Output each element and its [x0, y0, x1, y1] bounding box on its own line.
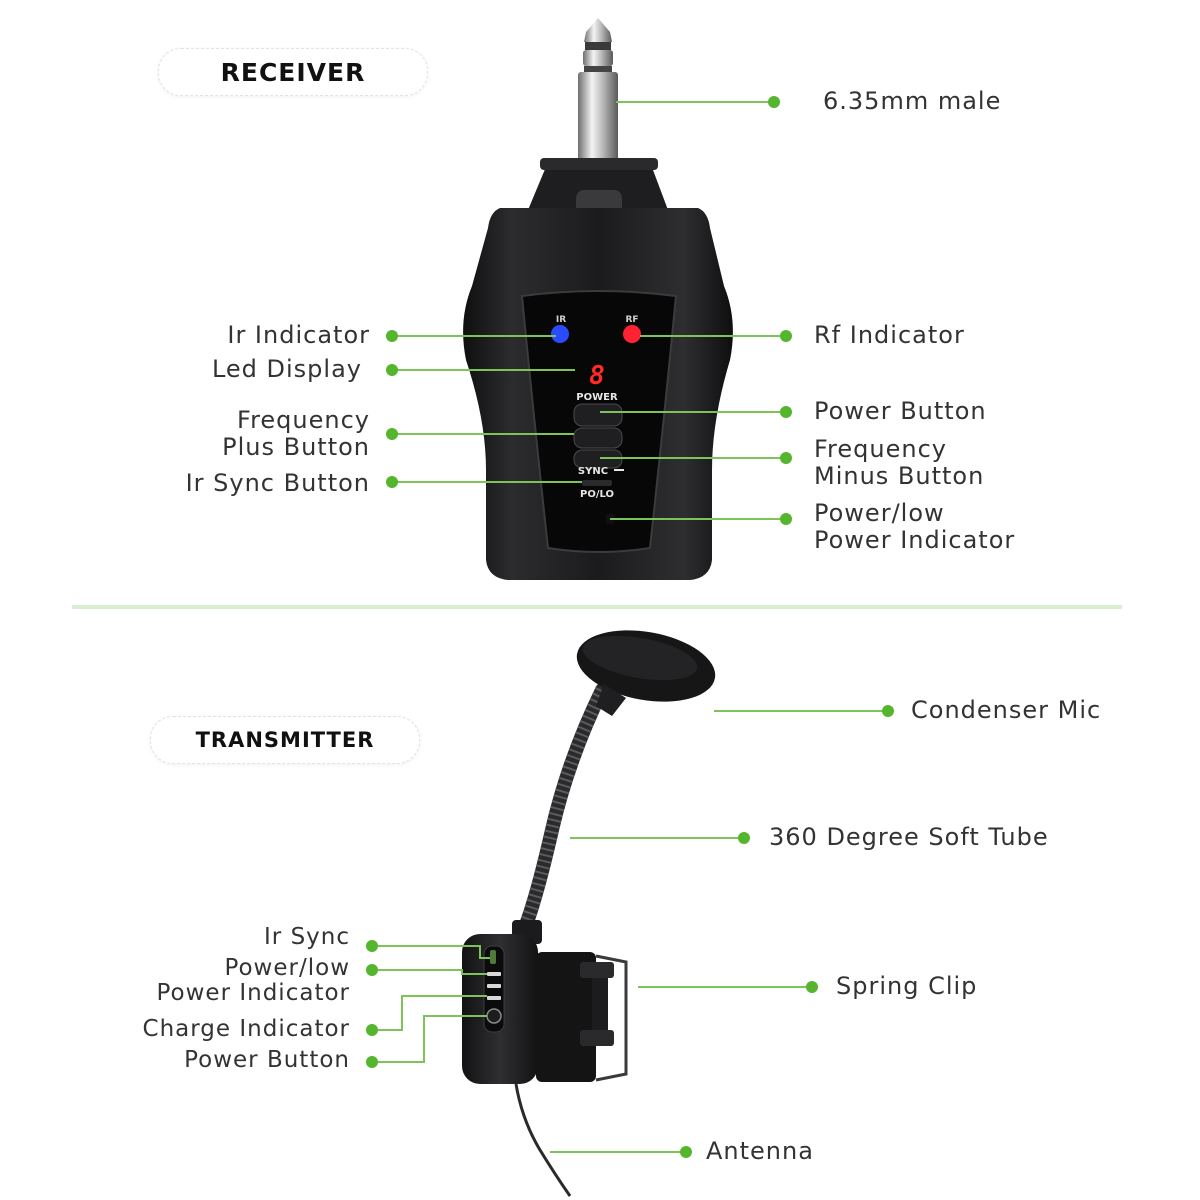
ir-mark: IR [556, 315, 566, 325]
transmitter-callout-lines [372, 710, 888, 1153]
label-tx-charge: Charge Indicator [142, 1016, 350, 1042]
rf-indicator-led [623, 325, 641, 343]
label-soft-tube: 360 Degree Soft Tube [769, 823, 1049, 851]
jack-plug [574, 18, 622, 166]
transmitter-callout-dots [366, 705, 894, 1158]
tx-charge-led [487, 984, 501, 988]
receiver-power-button[interactable] [573, 403, 623, 427]
receiver-callout-dots [386, 96, 792, 525]
transmitter-device [462, 630, 716, 1197]
label-ir-sync-button: Ir Sync Button [185, 469, 370, 497]
spring-clip [536, 952, 628, 1082]
receiver-device: IR RF 8 POWER SYNC PO/LO [463, 18, 733, 580]
label-rf-indicator: Rf Indicator [814, 321, 965, 349]
led-display: 8 [589, 361, 605, 391]
label-spring-clip: Spring Clip [836, 972, 978, 1000]
receiver-title: RECEIVER [220, 57, 366, 87]
label-tx-power-button: Power Button [184, 1047, 350, 1073]
label-led-display: Led Display [211, 355, 362, 383]
polo-mark: PO/LO [580, 489, 614, 500]
label-jack: 6.35mm male [823, 87, 1002, 115]
tx-power-button[interactable] [486, 1008, 502, 1024]
power-mark: POWER [576, 392, 618, 403]
ir-sync-button[interactable] [582, 480, 612, 486]
transmitter-title-pill: TRANSMITTER [150, 716, 420, 764]
transmitter-title: TRANSMITTER [195, 728, 375, 752]
label-tx-ir-sync: Ir Sync [264, 924, 350, 950]
label-antenna: Antenna [706, 1137, 814, 1165]
tx-power-low-led [487, 972, 501, 976]
receiver-title-pill: RECEIVER [158, 48, 428, 96]
label-ir-indicator: Ir Indicator [227, 321, 370, 349]
rf-mark: RF [625, 315, 638, 325]
antenna-wire [514, 1083, 572, 1197]
ir-indicator-led [551, 325, 569, 343]
tx-ir-sync-window [490, 950, 496, 964]
receiver-callout-lines [392, 101, 786, 520]
label-power-button: Power Button [814, 397, 987, 425]
sync-mark: SYNC [578, 466, 608, 477]
label-condenser-mic: Condenser Mic [911, 696, 1102, 724]
frequency-plus-button[interactable] [573, 427, 623, 449]
